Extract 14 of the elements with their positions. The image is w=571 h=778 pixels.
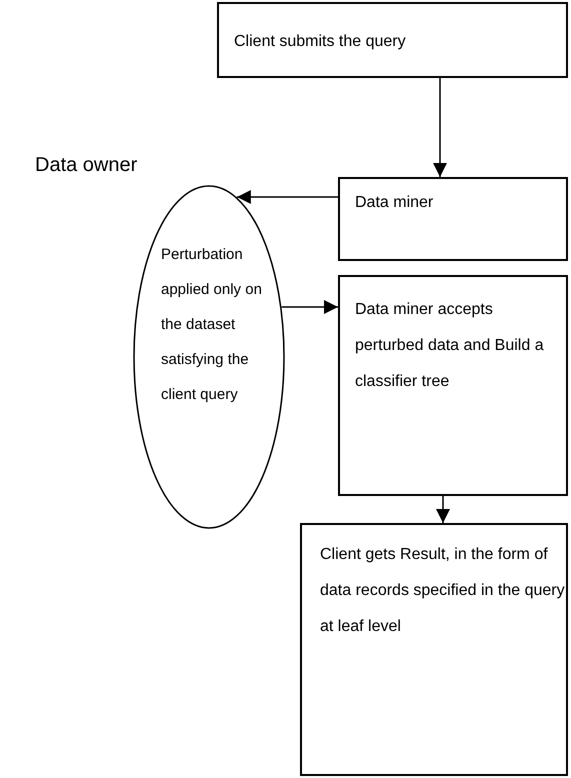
node-heading: Data owner bbox=[35, 153, 138, 178]
arrow bbox=[433, 78, 447, 177]
process-box bbox=[338, 275, 568, 496]
arrow bbox=[436, 496, 450, 523]
arrow bbox=[236, 190, 338, 204]
arrow bbox=[282, 300, 338, 314]
process-box bbox=[338, 177, 568, 261]
node-text: Client gets Result, in the form of data records specified in the query at leaf level bbox=[320, 545, 565, 637]
process-box bbox=[217, 2, 568, 78]
node-text: Client submits the query bbox=[234, 32, 407, 52]
node-text: Data miner bbox=[355, 193, 434, 213]
node-text: Perturbation applied only on the dataset satisfying the client query bbox=[161, 245, 263, 405]
node-text: Data miner accepts perturbed data and Build a classifier tree bbox=[355, 300, 545, 392]
process-box bbox=[300, 523, 568, 776]
